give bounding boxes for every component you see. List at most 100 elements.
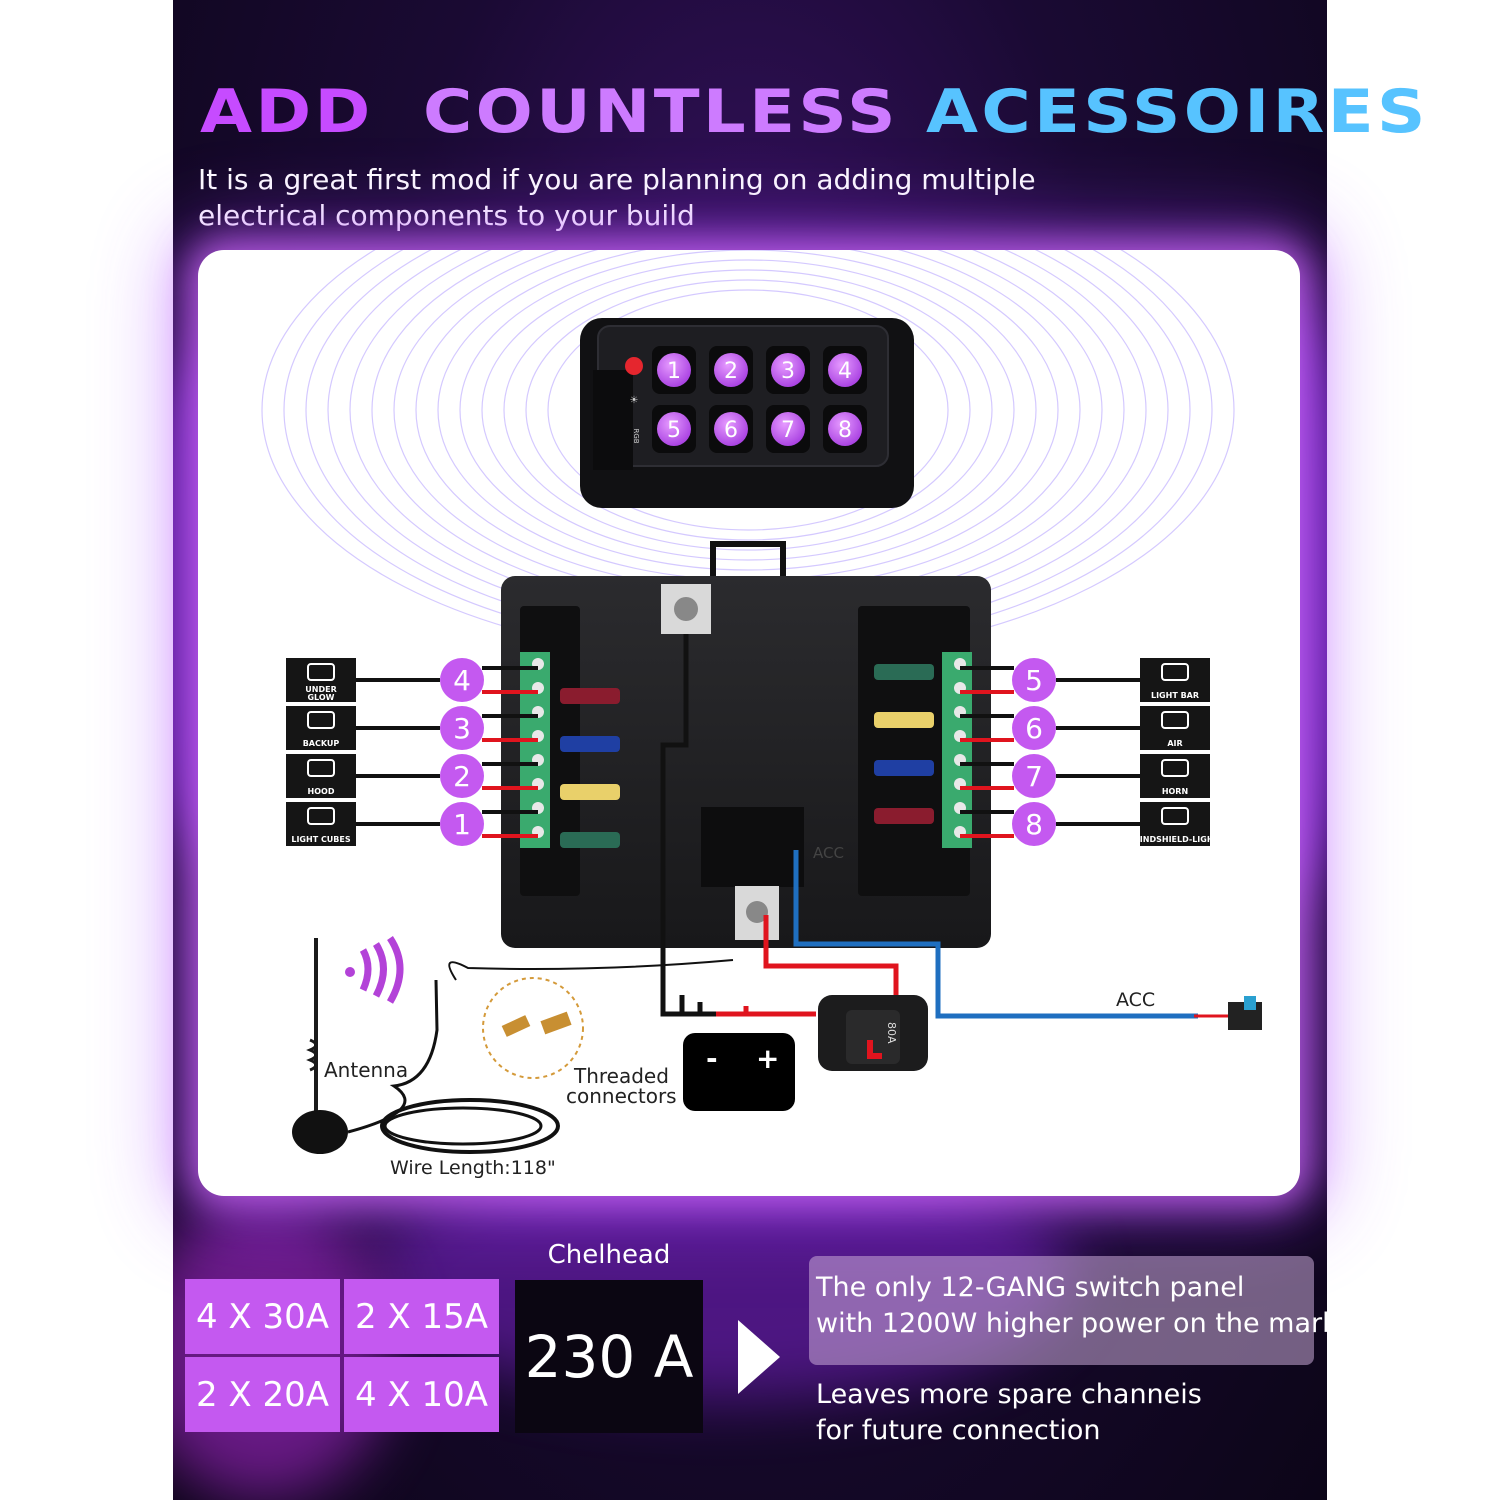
underglow-icon-glyph bbox=[307, 663, 335, 681]
breaker-rating: 80A bbox=[885, 1022, 898, 1044]
note-line-2: for future connection bbox=[816, 1415, 1101, 1446]
controller-button bbox=[771, 353, 805, 387]
signal-ring bbox=[547, 289, 949, 531]
power-wiring bbox=[448, 634, 1228, 1019]
channel-label: WINDSHIELD-LIGHT bbox=[1131, 835, 1220, 844]
channel-label: BACKUP bbox=[303, 739, 340, 748]
controller-button bbox=[828, 353, 862, 387]
channel-number-badge bbox=[1012, 802, 1056, 846]
rgb-label: RGB bbox=[632, 428, 640, 443]
channel-number-badge bbox=[1012, 658, 1056, 702]
controller-button-number: 2 bbox=[724, 359, 738, 384]
claim-line-2: with 1200W higher power on the market bbox=[816, 1308, 1364, 1339]
horn-icon-glyph bbox=[1161, 759, 1189, 777]
controller-button bbox=[657, 353, 691, 387]
threaded-connectors-callout bbox=[482, 977, 584, 1079]
fuse-rating-cell: 2 X 15A bbox=[344, 1279, 499, 1354]
signal-ring bbox=[481, 259, 1015, 561]
connectors-label-line-1: Threaded bbox=[573, 1064, 669, 1088]
switch-box: ACC bbox=[501, 541, 991, 948]
channel-label: HORN bbox=[1162, 787, 1188, 796]
fuse bbox=[560, 736, 620, 752]
circuit-breaker: 80A bbox=[818, 995, 928, 1071]
subheadline-line-1: It is a great first mod if you are plann… bbox=[198, 163, 1036, 196]
controller-buttons: 1 2 3 4 5 6 7 8 bbox=[652, 346, 867, 453]
acc-label: ACC bbox=[1116, 989, 1155, 1011]
signal-ring bbox=[525, 279, 971, 541]
fuse bbox=[560, 688, 620, 704]
fuse bbox=[560, 784, 620, 800]
fuses bbox=[560, 664, 934, 848]
fuse bbox=[874, 808, 934, 824]
hood-icon-glyph bbox=[307, 759, 335, 777]
fuse-rating-cell: 4 X 10A bbox=[344, 1357, 499, 1432]
channel-label: LIGHT CUBES bbox=[291, 835, 351, 844]
channel-number-badge bbox=[1012, 706, 1056, 750]
channel-number-badge bbox=[440, 754, 484, 798]
controller-button-number: 7 bbox=[781, 418, 795, 443]
total-current: 230 A bbox=[515, 1280, 703, 1433]
brand-name: Chelhead bbox=[547, 1240, 671, 1270]
controller-button-number: 1 bbox=[667, 359, 681, 384]
terminal-block-right bbox=[942, 652, 972, 848]
channel-wires bbox=[356, 666, 1140, 838]
controller-button-number: 3 bbox=[781, 359, 795, 384]
channel-label-line-2: GLOW bbox=[307, 693, 334, 702]
controller-button-number: 6 bbox=[724, 418, 738, 443]
subheadline: It is a great first mod if you are plann… bbox=[198, 162, 1098, 234]
channel-number: 2 bbox=[453, 760, 471, 793]
battery-minus-symbol: - bbox=[706, 1042, 718, 1075]
backup-icon-glyph bbox=[307, 711, 335, 729]
antenna bbox=[292, 936, 404, 1154]
channel-number: 5 bbox=[1025, 664, 1043, 697]
fuse-rating-cell: 2 X 20A bbox=[185, 1357, 340, 1432]
box-acc-label: ACC bbox=[813, 844, 844, 862]
claim-line-1: The only 12-GANG switch panel bbox=[816, 1272, 1245, 1303]
windshield-light-icon-glyph bbox=[1161, 807, 1189, 825]
channel-number-badge bbox=[1012, 754, 1056, 798]
controller-button bbox=[657, 412, 691, 446]
channel-label: AIR bbox=[1167, 739, 1182, 748]
fuse bbox=[874, 664, 934, 680]
channel-label: HOOD bbox=[308, 787, 335, 796]
channel-number-badge bbox=[440, 802, 484, 846]
switch-controller: ☀ RGB 1 2 3 4 5 6 7 8 bbox=[580, 318, 914, 508]
controller-button-number: 4 bbox=[838, 359, 852, 384]
controller-button bbox=[771, 412, 805, 446]
cable-coil bbox=[380, 1098, 560, 1154]
channel-number: 7 bbox=[1025, 760, 1043, 793]
channel-number-badge bbox=[440, 658, 484, 702]
controller-button bbox=[714, 353, 748, 387]
channel-label: UNDER bbox=[305, 685, 336, 694]
fuse bbox=[874, 760, 934, 776]
wire-length-label: Wire Length:118" bbox=[390, 1157, 556, 1179]
wireless-signal-icon bbox=[359, 936, 404, 1004]
subheadline-line-2: electrical components to your build bbox=[198, 199, 695, 232]
channel-number-badge bbox=[440, 706, 484, 750]
headline-word-acessoires: ACESSOIRES bbox=[925, 77, 1429, 147]
channel-number: 8 bbox=[1025, 808, 1043, 841]
power-icon bbox=[625, 357, 643, 375]
light-cubes-icon-glyph bbox=[307, 807, 335, 825]
headline-word-countless: COUNTLESS bbox=[423, 77, 899, 147]
battery: - + bbox=[683, 1033, 795, 1111]
brightness-icon: ☀ bbox=[630, 395, 639, 406]
signal-ring bbox=[503, 269, 993, 551]
channel-number: 6 bbox=[1025, 712, 1043, 745]
battery-plus-symbol: + bbox=[756, 1042, 779, 1075]
controller-button-number: 8 bbox=[838, 418, 852, 443]
signal-ring bbox=[459, 250, 1037, 571]
controller-button bbox=[714, 412, 748, 446]
fuse-rating-grid: 4 X 30A 2 X 15A 2 X 20A 4 X 10A bbox=[185, 1279, 499, 1432]
controller-button-number: 5 bbox=[667, 418, 681, 443]
fuse bbox=[560, 832, 620, 848]
air-icon-glyph bbox=[1161, 711, 1189, 729]
headline-word-add: ADD bbox=[200, 77, 374, 147]
fuse bbox=[874, 712, 934, 728]
fuse-rating-cell: 4 X 30A bbox=[185, 1279, 340, 1354]
arrow-right-icon bbox=[738, 1320, 780, 1394]
